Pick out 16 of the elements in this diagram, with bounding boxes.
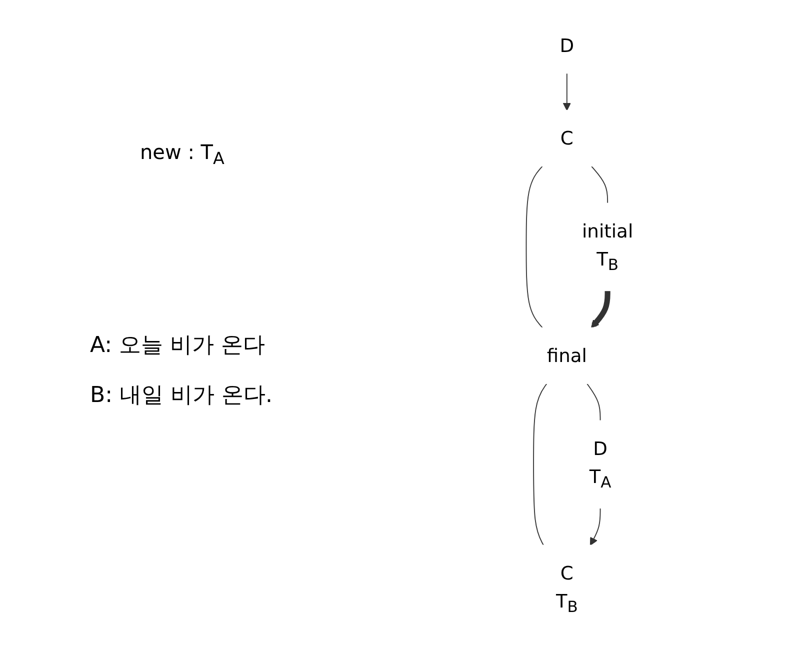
node-text: initial T$_{B}$ <box>582 220 634 274</box>
node-text: final <box>546 344 587 367</box>
connector <box>526 166 543 328</box>
connector <box>586 383 601 422</box>
arrow <box>590 508 601 546</box>
connector <box>533 383 548 546</box>
note-text: B: 내일 비가 온다. <box>90 382 272 410</box>
node-text: D T$_{A}$ <box>589 437 612 492</box>
note-text: A: 오늘 비가 온다 <box>90 332 266 360</box>
connector <box>590 166 608 204</box>
arrow <box>590 290 610 328</box>
arrow <box>562 72 571 111</box>
note-text: new : T$_{A}$ <box>140 140 224 168</box>
node-text: C <box>560 127 574 150</box>
node-text: D <box>560 34 574 56</box>
node-text: C T$_{B}$ <box>556 562 578 616</box>
